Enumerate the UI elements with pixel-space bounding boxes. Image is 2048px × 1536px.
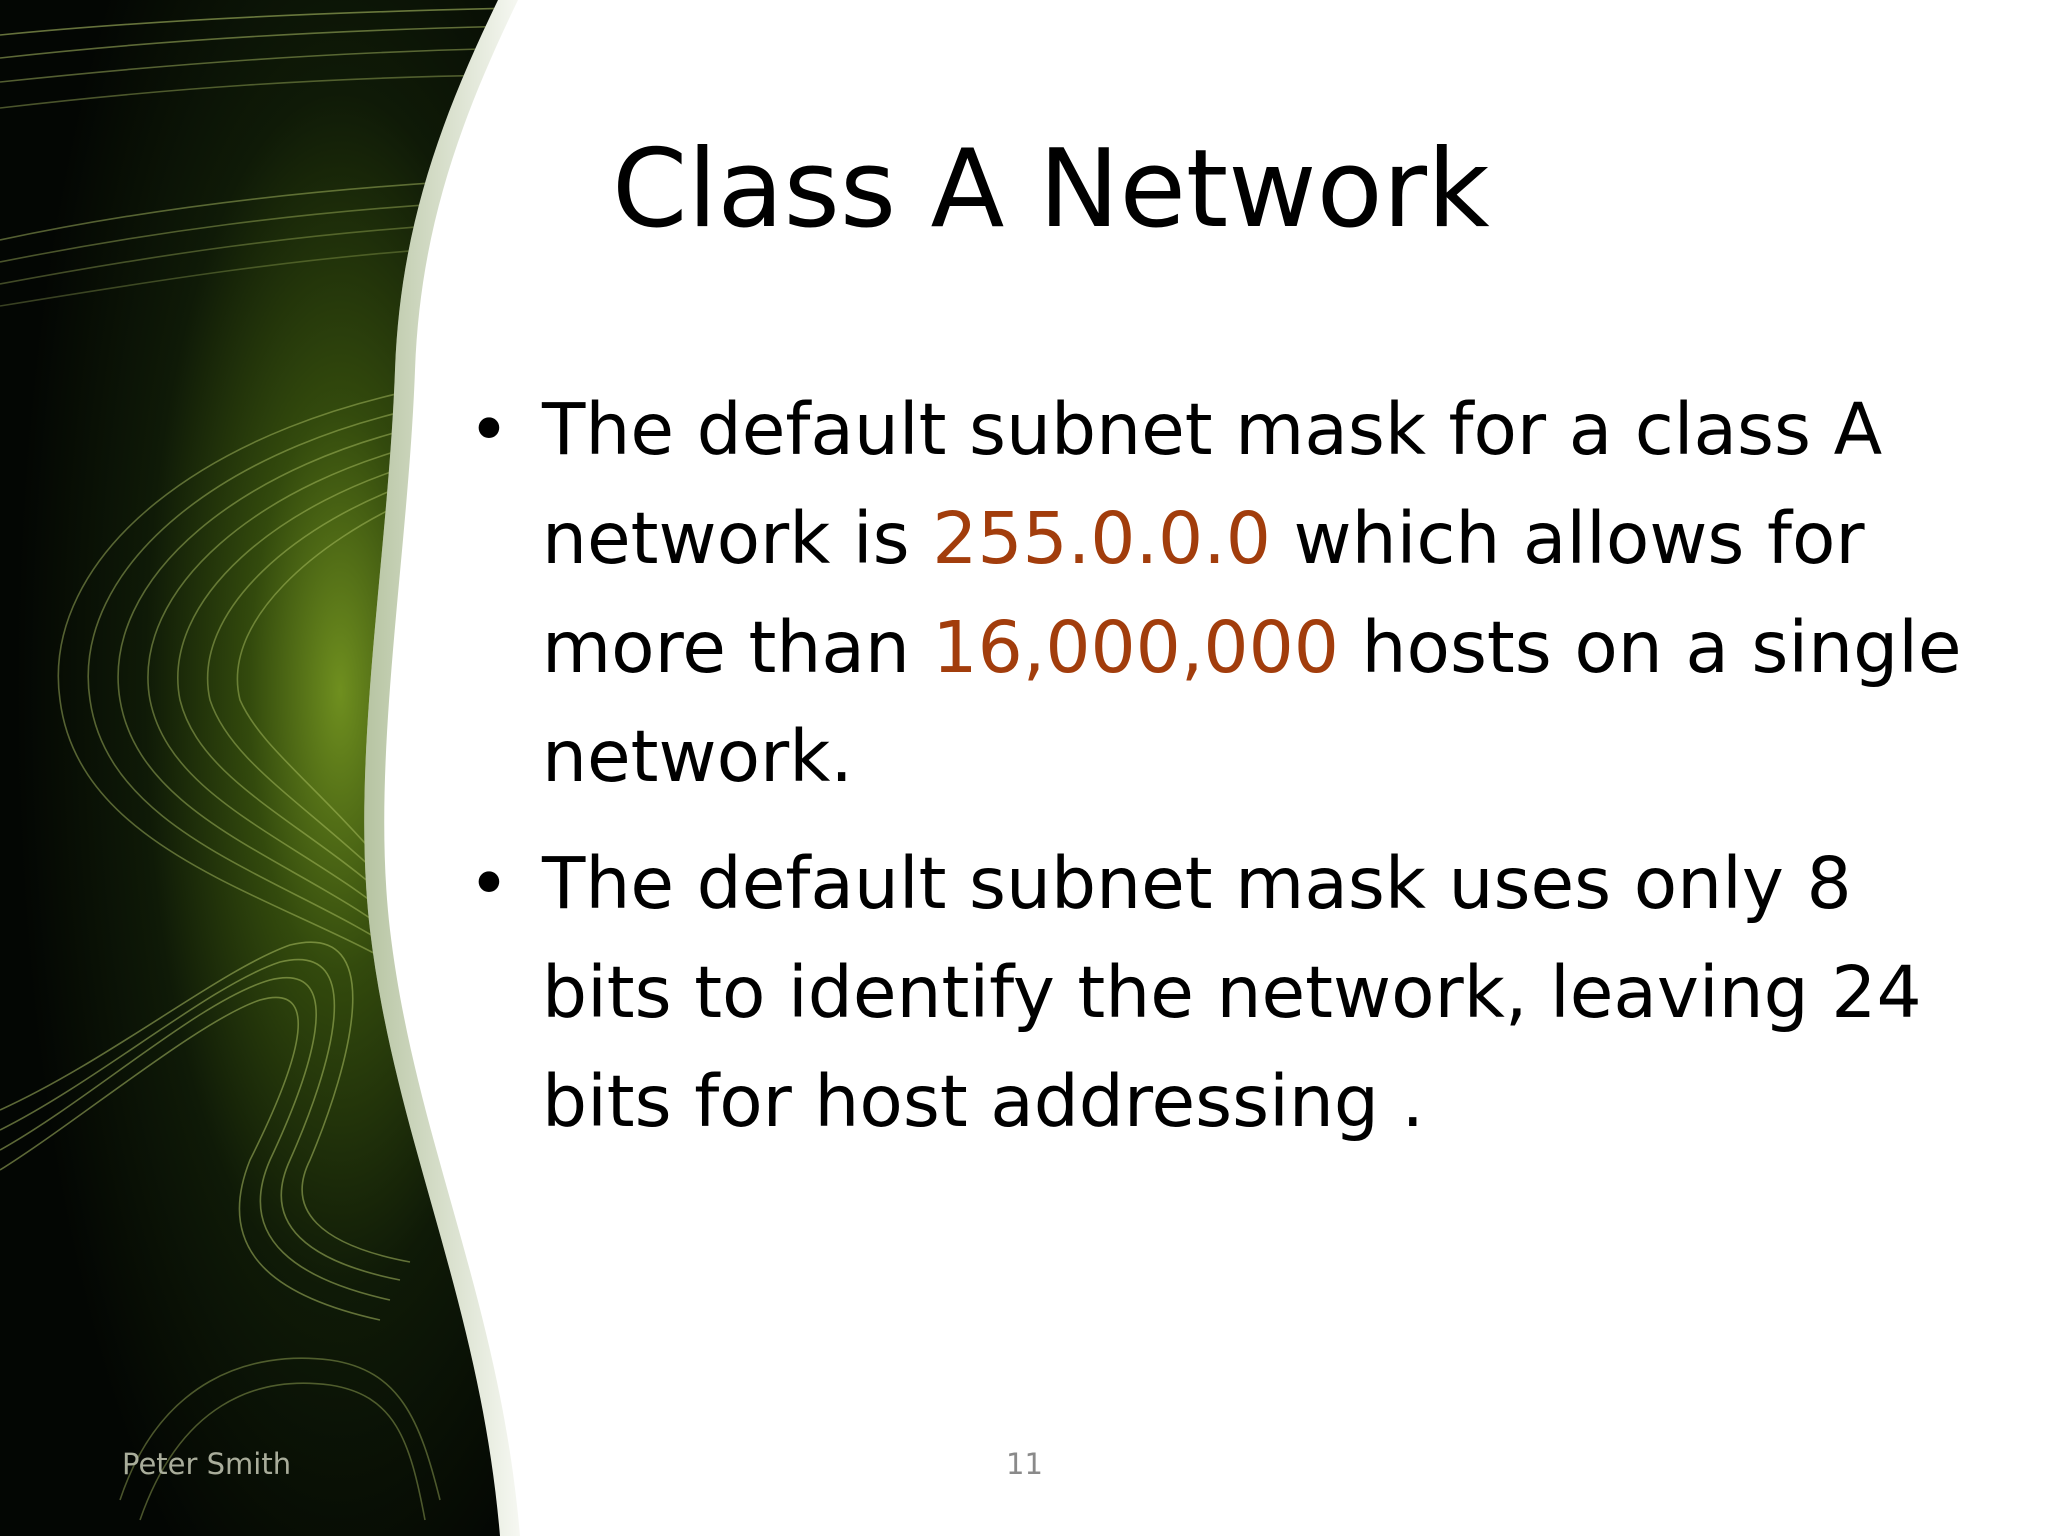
bullet-text: The default subnet mask for a class A ne… [542, 375, 2000, 811]
footer-author: Peter Smith [122, 1447, 292, 1481]
slide-title: Class A Network [612, 127, 1490, 252]
bullet-item: • The default subnet mask for a class A … [460, 375, 2000, 811]
host-count-value: 16,000,000 [932, 606, 1339, 689]
bullet-text: The default subnet mask uses only 8 bits… [542, 829, 2000, 1156]
bullet-text-segment: hosts on a single network. [542, 606, 1962, 798]
green-wave-decor-icon [0, 0, 520, 1536]
subnet-mask-value: 255.0.0.0 [932, 497, 1271, 580]
slide-number: 11 [1006, 1447, 1043, 1481]
bullet-text-segment: The default subnet mask for a class A ne… [542, 388, 1883, 580]
bullet-text-segment: which allows for more than [542, 497, 1865, 689]
bullet-icon: • [468, 842, 510, 925]
bullet-text-segment: The default subnet mask uses only 8 bits… [542, 842, 1922, 1143]
bullet-list: • The default subnet mask for a class A … [460, 375, 2000, 1174]
bullet-item: • The default subnet mask uses only 8 bi… [460, 829, 2000, 1156]
bullet-icon: • [468, 388, 510, 471]
